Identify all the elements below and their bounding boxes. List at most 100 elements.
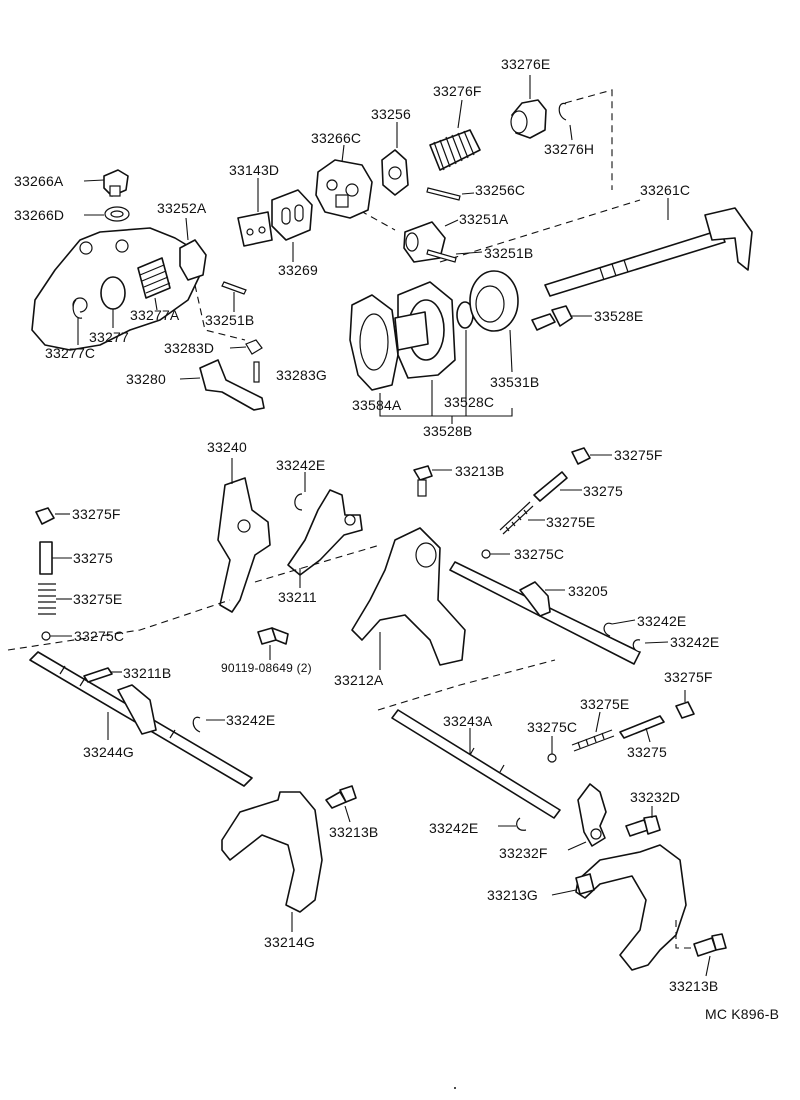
- part-33251b-pin-top: [426, 249, 457, 263]
- part-33277a-spring: [137, 257, 171, 299]
- part-33275-pin-c: [619, 715, 665, 739]
- figure-code: MC K896-B: [705, 1006, 780, 1022]
- leader-33251b-top: [455, 251, 483, 255]
- part-33280-shaft: [199, 359, 265, 411]
- reference-dashline-top-right: [564, 89, 613, 190]
- label-33242e-e: 33242E: [429, 820, 479, 836]
- label-33232d: 33232D: [630, 789, 681, 805]
- label-33243a: 33243A: [443, 713, 493, 729]
- part-33205-shaft: [449, 561, 641, 665]
- label-33242e-b: 33242E: [637, 613, 687, 629]
- label-33276e: 33276E: [501, 56, 551, 72]
- part-33275-pin-a: [533, 471, 568, 502]
- part-33275c-ball-c: [547, 753, 557, 763]
- scan-mark: [454, 1087, 456, 1089]
- part-33243a-shaft: [391, 709, 561, 819]
- label-33275c-b: 33275C: [514, 546, 565, 562]
- leader-33277a: [154, 297, 158, 311]
- part-33251b-pin-mid: [221, 281, 247, 295]
- part-33528b-cover: [394, 281, 456, 379]
- part-33275f-plug-b: [35, 507, 55, 525]
- part-33275e-spring-c: [571, 729, 615, 752]
- label-33584a: 33584A: [352, 397, 402, 413]
- leader-33232f: [567, 841, 587, 851]
- label-33531b: 33531B: [490, 374, 540, 390]
- part-33275-pin-b: [39, 541, 53, 575]
- label-33275-c: 33275: [627, 744, 667, 760]
- leader-33242e-b: [611, 619, 636, 625]
- reference-dashline-shaft: [439, 199, 641, 263]
- part-33212a-fork: [351, 527, 466, 666]
- part-33275f-plug-a: [571, 447, 591, 465]
- label-33261c: 33261C: [640, 182, 691, 198]
- label-33213g: 33213G: [487, 887, 539, 903]
- part-33256-lever: [381, 149, 409, 196]
- label-33275f-a: 33275F: [72, 506, 121, 522]
- part-90119-bolt: [257, 627, 289, 645]
- label-33269: 33269: [278, 262, 318, 278]
- label-33275-a: 33275: [583, 483, 623, 499]
- leader-33275e-c: [595, 711, 601, 733]
- reference-dashline-33243a: [377, 659, 556, 711]
- reference-dashline-top-mid: [349, 204, 396, 231]
- label-33232f: 33232F: [499, 845, 548, 861]
- leader-33213g: [551, 889, 577, 896]
- part-33242e-clip-d: [192, 716, 201, 733]
- label-33143d: 33143D: [229, 162, 280, 178]
- part-33213g-fork: [575, 844, 687, 971]
- leader-33213b-c: [705, 955, 711, 977]
- label-33266c: 33266C: [311, 130, 362, 146]
- part-33213b-bolt-b: [325, 785, 357, 809]
- reference-dashline-left: [194, 284, 246, 341]
- part-33276e-boot: [510, 99, 547, 139]
- label-33251b-top: 33251B: [484, 245, 534, 261]
- part-33213b-bolt-a: [413, 465, 433, 497]
- part-33584a-gasket: [349, 294, 399, 391]
- part-33266a-bolt: [103, 169, 129, 197]
- part-33275f-plug-c: [675, 701, 695, 719]
- leader-33252a: [185, 217, 189, 241]
- part-33232d-bolt: [625, 815, 661, 837]
- label-33205: 33205: [568, 583, 608, 599]
- label-33242e-a: 33242E: [276, 457, 326, 473]
- label-33251a: 33251A: [459, 211, 509, 227]
- part-33252a: [179, 239, 207, 281]
- label-33275f-c: 33275F: [664, 669, 713, 685]
- reference-dashline-33211: [254, 544, 381, 583]
- leader-33276f: [457, 99, 463, 129]
- label-33213b-b: 33213B: [329, 824, 379, 840]
- label-33252a: 33252A: [157, 200, 207, 216]
- leader-33251a: [444, 219, 459, 227]
- label-33214g: 33214G: [264, 934, 316, 950]
- label-33211: 33211: [278, 589, 317, 605]
- leader-33283d: [229, 346, 247, 349]
- part-33256c-pin: [426, 187, 461, 201]
- label-33277c: 33277C: [45, 345, 96, 361]
- leader-33276h: [569, 124, 573, 141]
- part-33266d-washer: [104, 206, 130, 222]
- label-33212a: 33212A: [334, 672, 384, 688]
- part-33240-lever: [217, 477, 271, 613]
- label-33275c-c: 33275C: [527, 719, 578, 735]
- label-33528c: 33528C: [444, 394, 495, 410]
- part-33242e-clip-e: [516, 817, 527, 831]
- part-33266c-housing: [315, 159, 373, 219]
- leader-33256c: [461, 192, 475, 195]
- label-33213b-c: 33213B: [669, 978, 719, 994]
- label-33266a: 33266A: [14, 173, 64, 189]
- label-33528e: 33528E: [594, 308, 644, 324]
- part-33277-plug: [100, 276, 126, 310]
- leader-33213b-b: [344, 805, 351, 823]
- label-33256c: 33256C: [475, 182, 526, 198]
- label-33242e-c: 33242E: [670, 634, 720, 650]
- label-33275c-a: 33275C: [74, 628, 125, 644]
- part-33261c-shaft: [544, 207, 753, 297]
- label-33275e-b: 33275E: [546, 514, 596, 530]
- part-33275e-spring-a: [499, 501, 534, 535]
- label-33277a: 33277A: [130, 307, 180, 323]
- label-33283d: 33283D: [164, 340, 215, 356]
- part-33269-gasket: [271, 189, 313, 241]
- bracket-33528b: [379, 393, 513, 417]
- part-33244g-shaft: [29, 651, 253, 787]
